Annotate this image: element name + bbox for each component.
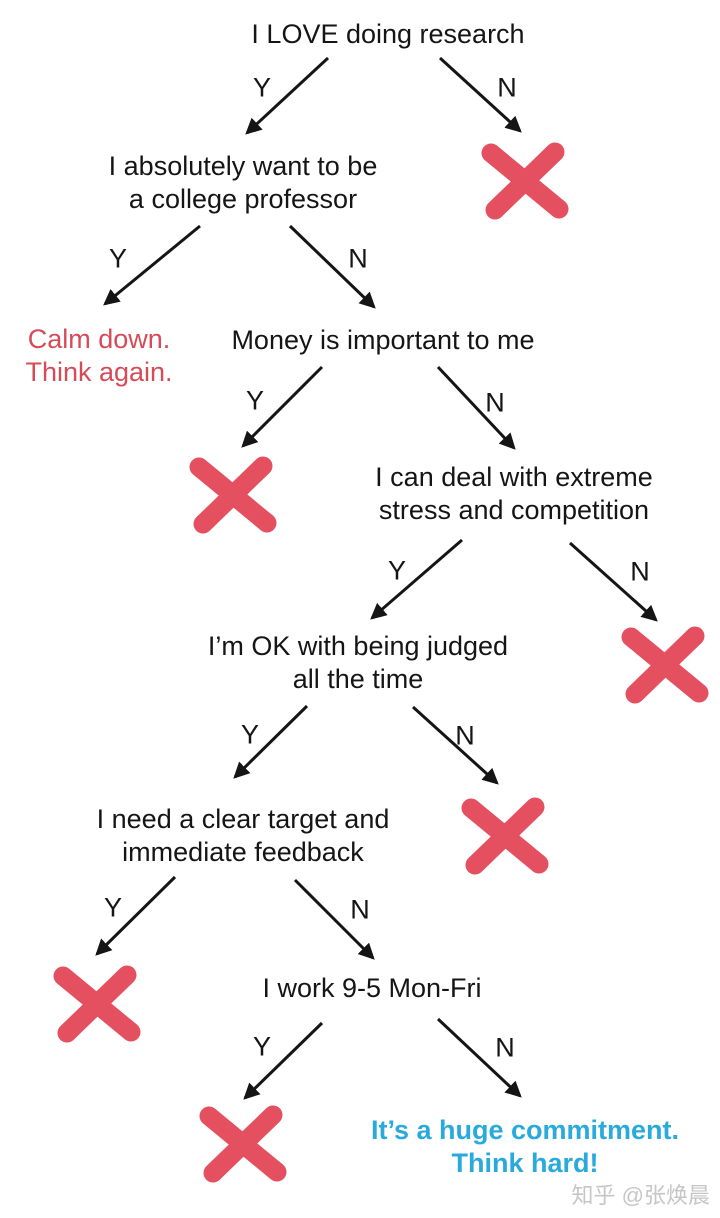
edge-label-no-target: N bbox=[350, 894, 370, 925]
edge-label-yes-professor: Y bbox=[108, 243, 128, 274]
edge-research-yes bbox=[245, 56, 330, 135]
edge-money-no bbox=[436, 365, 516, 450]
edge-target-yes bbox=[95, 875, 177, 956]
edge-target-no bbox=[293, 878, 375, 960]
outcome-huge-commitment: It’s a huge commitment. Think hard! bbox=[370, 1115, 680, 1178]
node-being-judged: I’m OK with being judged all the time bbox=[207, 631, 509, 694]
edge-judged-no bbox=[411, 705, 499, 785]
edge-label-no-work: N bbox=[495, 1032, 515, 1063]
edge-label-yes-stress: Y bbox=[387, 555, 407, 586]
edge-judged-yes bbox=[233, 704, 309, 779]
rejected-x-icon bbox=[53, 965, 141, 1043]
rejected-x-icon bbox=[461, 797, 549, 875]
edge-work-yes bbox=[243, 1021, 324, 1100]
node-work-9-5: I work 9-5 Mon-Fri bbox=[262, 973, 482, 1003]
rejected-x-icon bbox=[189, 456, 277, 534]
edge-label-yes-target: Y bbox=[103, 892, 123, 923]
edge-label-no-judged: N bbox=[455, 720, 475, 751]
watermark-zhihu: 知乎 @张焕晨 bbox=[571, 1183, 710, 1208]
rejected-x-icon bbox=[199, 1105, 287, 1183]
outcome-calm-down: Calm down. Think again. bbox=[25, 324, 173, 387]
node-college-professor: I absolutely want to be a college profes… bbox=[108, 151, 378, 214]
rejected-x-icon bbox=[481, 142, 569, 220]
edge-label-no-money: N bbox=[485, 387, 505, 418]
edge-money-yes bbox=[241, 365, 324, 448]
edge-stress-yes bbox=[370, 538, 463, 620]
node-clear-target: I need a clear target and immediate feed… bbox=[96, 804, 390, 867]
edge-research-no bbox=[438, 56, 522, 133]
edge-label-yes-research: Y bbox=[252, 72, 272, 103]
rejected-x-icon bbox=[621, 626, 709, 704]
node-money-important: Money is important to me bbox=[231, 325, 535, 355]
edge-label-yes-money: Y bbox=[245, 385, 265, 416]
edge-label-no-stress: N bbox=[630, 556, 650, 587]
edge-label-yes-work: Y bbox=[252, 1031, 272, 1062]
edge-work-no bbox=[436, 1017, 522, 1098]
node-love-research: I LOVE doing research bbox=[251, 19, 525, 49]
edge-stress-no bbox=[568, 541, 658, 622]
edge-professor-yes bbox=[103, 224, 201, 306]
edge-label-no-professor: N bbox=[348, 243, 368, 274]
edge-professor-no bbox=[288, 224, 376, 309]
edge-label-no-research: N bbox=[497, 72, 517, 103]
node-stress-competition: I can deal with extreme stress and compe… bbox=[375, 462, 653, 525]
edge-label-yes-judged: Y bbox=[240, 719, 260, 750]
